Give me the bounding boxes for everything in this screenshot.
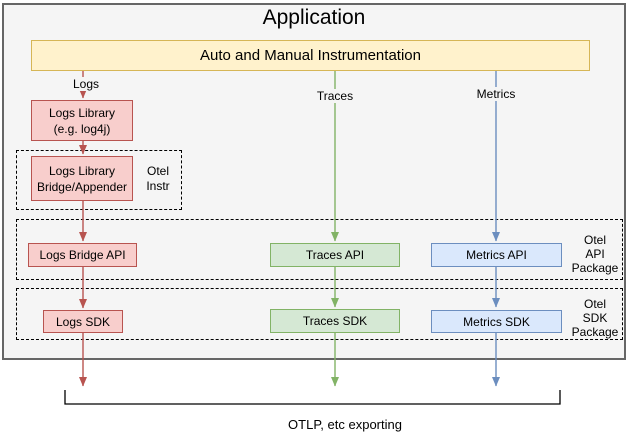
logs-library-node: Logs Library (e.g. log4j) xyxy=(31,100,133,141)
metrics-api-node: Metrics API xyxy=(431,243,562,267)
otel-api-package-group-label: Otel API Package xyxy=(571,233,619,275)
logs-flow-label: Logs xyxy=(60,77,112,91)
traces-api-node: Traces API xyxy=(270,243,400,267)
instrumentation-box: Auto and Manual Instrumentation xyxy=(31,40,590,71)
traces-flow-label: Traces xyxy=(309,89,361,103)
application-title: Application xyxy=(262,6,366,29)
logs-bridge-api-node: Logs Bridge API xyxy=(28,243,137,267)
export-bracket xyxy=(64,390,561,405)
otel-api-package-group xyxy=(16,219,623,280)
logs-library-bridge-node: Logs Library Bridge/Appender xyxy=(31,156,133,201)
otel-instr-group-label: Otel Instr xyxy=(146,164,170,193)
otel-instr-group xyxy=(16,150,182,210)
otel-sdk-package-group-label: Otel SDK Package xyxy=(571,297,619,339)
logs-sdk-node: Logs SDK xyxy=(43,310,123,333)
metrics-flow-label: Metrics xyxy=(470,87,522,101)
traces-sdk-node: Traces SDK xyxy=(270,309,400,333)
exporting-label: OTLP, etc exporting xyxy=(288,417,402,432)
otel-sdk-package-group xyxy=(16,288,623,340)
instrumentation-label: Auto and Manual Instrumentation xyxy=(200,47,421,64)
metrics-sdk-node: Metrics SDK xyxy=(431,310,562,333)
